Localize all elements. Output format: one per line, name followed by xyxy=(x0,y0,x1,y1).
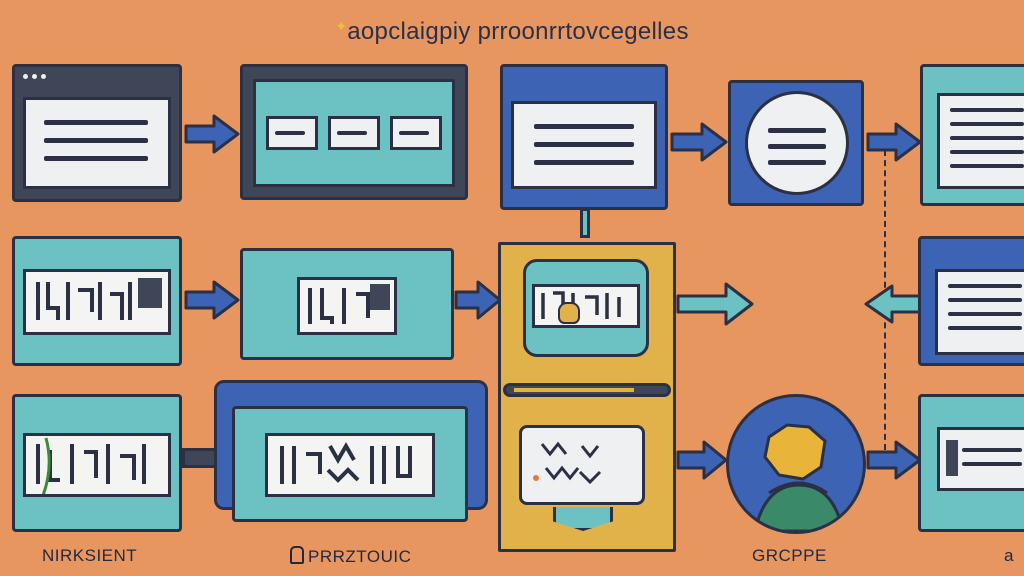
caption-bottom-right: a xyxy=(1004,546,1014,565)
glyph-panel xyxy=(265,433,435,497)
sparkle-icon: ✦ xyxy=(335,18,348,34)
window-dot xyxy=(32,74,37,79)
final-node xyxy=(918,394,1024,532)
hand-pointer-icon xyxy=(558,302,580,324)
text-panel xyxy=(937,427,1024,491)
glyph-panel xyxy=(23,433,171,497)
diagram-title-text: aopclaigpiy prroonrrtovcegelles xyxy=(347,18,689,45)
circle-panel xyxy=(745,91,849,195)
text-panel xyxy=(937,93,1024,189)
card xyxy=(328,116,380,150)
glyph-panel xyxy=(297,277,397,335)
code-node xyxy=(12,236,182,366)
flow-arrow xyxy=(670,122,728,162)
plug-icon xyxy=(290,546,304,564)
user-group-icon xyxy=(753,423,845,531)
processor-node xyxy=(232,406,468,522)
result-doc-node xyxy=(918,236,1024,366)
text-panel xyxy=(935,269,1024,355)
document-window-node xyxy=(500,64,668,210)
flow-arrow xyxy=(184,114,240,154)
flow-arrow xyxy=(454,280,502,320)
text-panel xyxy=(511,101,657,189)
output-card xyxy=(519,425,645,505)
caption-bottom-circle: GRCPPE xyxy=(752,546,827,565)
caption-bottom-mid: PRRZTOUIC xyxy=(290,546,411,567)
caption-bottom-mid-text: PRRZTOUIC xyxy=(308,547,412,566)
flow-arrow xyxy=(184,280,240,320)
browser-window-node xyxy=(12,64,182,202)
source-node xyxy=(12,394,182,532)
module-node xyxy=(240,248,454,360)
flow-arrow xyxy=(866,440,922,480)
output-tab xyxy=(553,507,613,531)
card xyxy=(266,116,318,150)
diagram-title: ✦aopclaigpiy prroonrrtovcegelles xyxy=(0,18,1024,46)
text-panel xyxy=(23,97,171,189)
dashboard-panel xyxy=(253,79,455,187)
group-node xyxy=(726,394,866,534)
window-dot xyxy=(23,74,28,79)
glyph-panel xyxy=(532,284,640,328)
circle-node xyxy=(728,80,864,206)
flow-arrow-back xyxy=(862,284,922,324)
central-process-node xyxy=(498,242,676,552)
flow-arrow xyxy=(676,282,754,326)
glyph-panel xyxy=(23,269,171,335)
report-node xyxy=(920,64,1024,206)
progress-slider xyxy=(503,383,671,397)
card xyxy=(390,116,442,150)
flow-arrow xyxy=(676,440,728,480)
flow-arrow xyxy=(866,122,922,162)
dashboard-window-node xyxy=(240,64,468,200)
caption-bottom-left: NIRKSIENT xyxy=(42,546,138,565)
connector-line xyxy=(580,208,590,238)
window-dot xyxy=(41,74,46,79)
process-badge xyxy=(523,259,649,357)
